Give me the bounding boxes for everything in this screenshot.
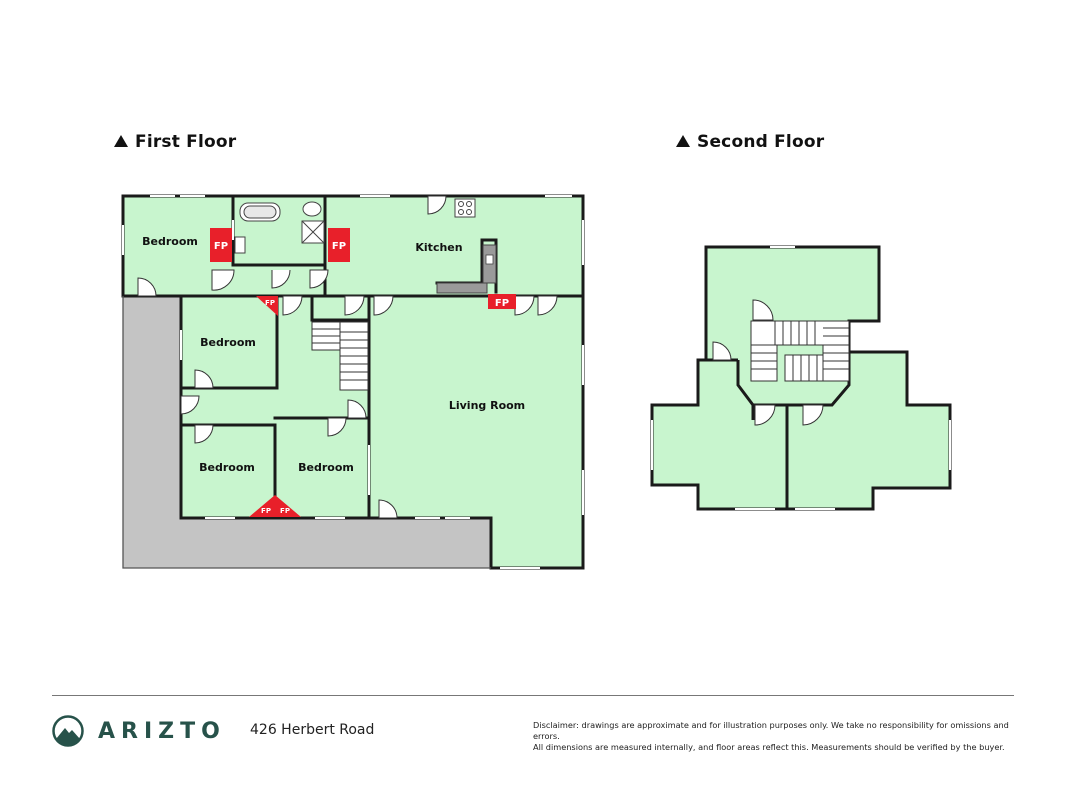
room-label-living-room: Living Room [449, 399, 525, 412]
brand-logo: ARIZTO [52, 715, 226, 747]
cooktop-icon [454, 198, 476, 218]
bathroom-fixtures [234, 201, 325, 254]
kitchen-fixtures [436, 198, 497, 294]
room-label-bedroom-3: Bedroom [199, 461, 255, 474]
first-floor-title: First Floor [114, 132, 236, 152]
second-floor-doors [712, 299, 824, 426]
second-floor-title: Second Floor [676, 132, 824, 152]
room-label-bedroom-4: Bedroom [298, 461, 354, 474]
fireplace-bedroom-2 [256, 296, 278, 316]
fireplaces: FP FP FP FP FP FP [210, 228, 516, 517]
first-floor-title-text: First Floor [135, 132, 237, 152]
disclaimer-line-1: Disclaimer: drawings are approximate and… [533, 720, 1009, 741]
property-address: 426 Herbert Road [250, 722, 375, 738]
fireplace-label: FP [214, 241, 228, 252]
second-floor-plan [650, 245, 952, 511]
fireplace-bedroom-4 [275, 495, 301, 517]
footer-divider [52, 695, 1014, 696]
room-label-bedroom-1: Bedroom [142, 235, 198, 248]
fireplace-kitchen [328, 228, 350, 262]
second-floor-windows [651, 246, 951, 510]
triangle-icon [676, 135, 690, 147]
disclaimer: Disclaimer: drawings are approximate and… [533, 720, 1013, 753]
fireplace-label: FP [261, 507, 271, 515]
sink-icon [234, 236, 246, 254]
triangle-icon [114, 135, 128, 147]
room-label-bedroom-2: Bedroom [200, 336, 256, 349]
fireplace-bedroom-1 [210, 228, 232, 262]
disclaimer-line-2: All dimensions are measured internally, … [533, 742, 1005, 752]
kitchen-sink-icon [485, 254, 494, 265]
first-floor-plan: FP FP FP FP FP FP Bedroom Kitchen Bedroo… [121, 194, 585, 570]
veranda [123, 296, 491, 568]
brand-name: ARIZTO [98, 718, 226, 744]
second-floor-title-text: Second Floor [697, 132, 825, 152]
fireplace-living-room [488, 294, 516, 309]
fireplace-label: FP [332, 241, 346, 252]
fireplace-label: FP [280, 507, 290, 515]
first-floor-doors [137, 195, 558, 519]
mountain-logo-icon [52, 715, 84, 747]
veranda-edges [122, 296, 491, 569]
first-floor-staircase [311, 321, 369, 391]
fireplace-label: FP [495, 298, 509, 309]
fireplace-bedroom-3 [249, 495, 275, 517]
floor-plan-drawing: FP FP FP FP FP FP Bedroom Kitchen Bedroo… [121, 194, 952, 570]
room-label-kitchen: Kitchen [415, 241, 462, 254]
first-floor-windows [122, 195, 584, 569]
toilet-icon [302, 201, 322, 217]
second-floor-staircase [750, 320, 850, 382]
fireplace-label: FP [265, 299, 275, 307]
